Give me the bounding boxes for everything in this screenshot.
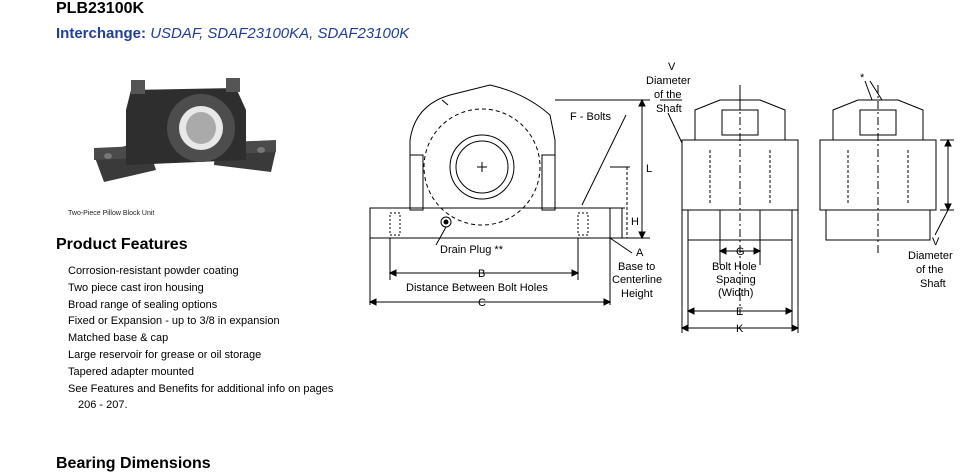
photo-caption: Two-Piece Pillow Block Unit	[68, 210, 155, 217]
g-line1: Bolt Hole	[712, 261, 757, 273]
v-letter-2: V	[932, 236, 940, 248]
front-view	[369, 84, 611, 305]
v-line1-2: Diameter	[908, 250, 953, 262]
interchange-value: USDAF, SDAF23100KA, SDAF23100K	[150, 25, 410, 42]
product-features-heading: Product Features	[56, 236, 188, 253]
side-view-2	[819, 85, 937, 255]
g-line2: Spacing	[716, 274, 756, 286]
list-item: See Features and Benefits for additional…	[68, 381, 333, 415]
pillow-block-photo	[94, 78, 276, 182]
list-item-line1: See Features and Benefits for additional…	[68, 382, 334, 395]
list-item: Large reservoir for grease or oil storag…	[68, 348, 262, 361]
a-line2: Centerline	[612, 274, 662, 286]
list-item: Broad range of sealing options	[68, 298, 218, 311]
list-item: Corrosion-resistant powder coating	[68, 265, 239, 277]
v-letter-1: V	[668, 61, 676, 73]
list-item: Fixed or Expansion - up to 3/8 in expans…	[68, 315, 280, 328]
a-letter: A	[636, 247, 644, 259]
e-letter: E	[736, 306, 743, 318]
product-title: PLB23100K	[56, 0, 145, 17]
v-line2-1: of the	[654, 89, 682, 101]
list-item-line2: 206 - 207.	[78, 399, 128, 412]
v-line2-2: of the	[916, 264, 944, 276]
a-line3: Height	[621, 288, 653, 300]
b-description: Distance Between Bolt Holes	[406, 282, 548, 294]
v-line3-1: Shaft	[656, 103, 682, 115]
interchange-line: Interchange: USDAF, SDAF23100KA, SDAF231…	[56, 25, 409, 42]
g-letter: G	[736, 246, 745, 258]
v-line1-1: Diameter	[646, 75, 691, 87]
h-letter: H	[631, 216, 639, 228]
c-letter: C	[478, 297, 486, 309]
a-line1: Base to	[618, 261, 655, 273]
v-line3-2: Shaft	[920, 278, 946, 290]
f-bolts-label: F - Bolts	[570, 111, 611, 123]
k-letter: K	[736, 323, 744, 335]
side-view-1	[681, 85, 799, 333]
l-letter: L	[646, 163, 652, 175]
list-item: Tapered adapter mounted	[68, 365, 194, 378]
list-item: Two piece cast iron housing	[68, 281, 204, 294]
drain-plug-label: Drain Plug **	[440, 244, 504, 256]
list-item: Matched base & cap	[68, 332, 169, 345]
bearing-dimensions-heading: Bearing Dimensions	[56, 455, 211, 472]
star-note: *	[860, 72, 865, 84]
features-list: Corrosion-resistant powder coating Two p…	[68, 263, 333, 414]
interchange-label: Interchange:	[56, 25, 147, 42]
g-line3: (Width)	[718, 287, 753, 299]
b-letter: B	[478, 268, 485, 280]
dimension-drawing: F - Bolts Drain Plug ** B Distance Betwe…	[368, 61, 954, 335]
